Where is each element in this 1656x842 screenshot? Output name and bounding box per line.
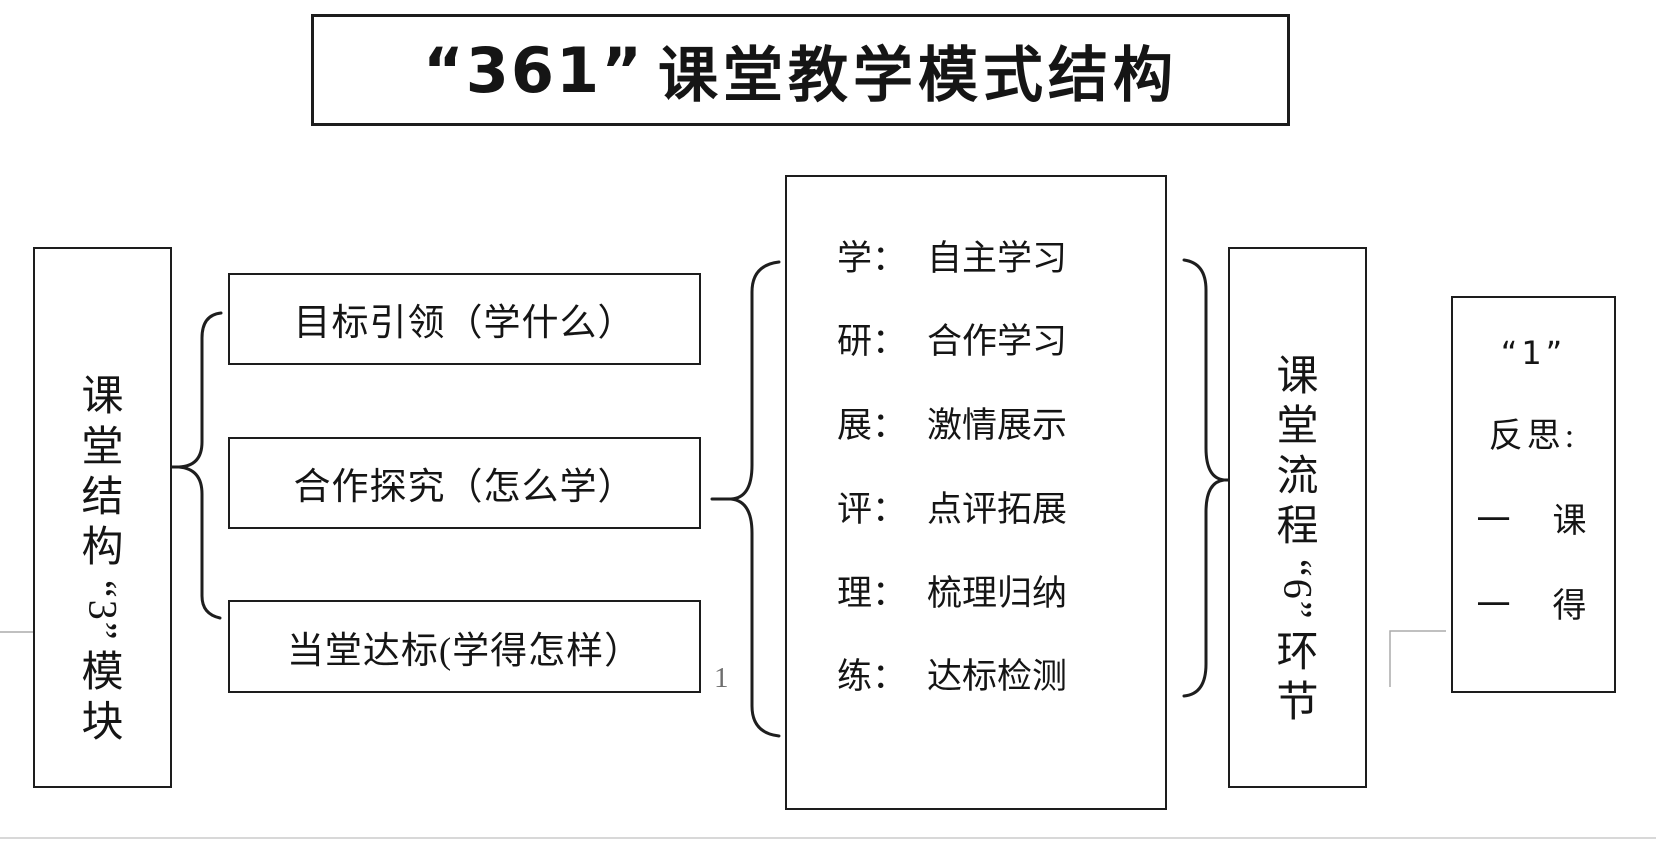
step-label: 学： — [837, 238, 908, 278]
structure-box-inquiry: 合作探究（怎么学） — [228, 437, 701, 529]
page-number: 1 — [714, 662, 729, 694]
step-row-learn: 学： 自主学习 — [787, 230, 1165, 281]
step-desc: 达标检测 — [927, 657, 1068, 697]
step-desc: 点评拓展 — [927, 489, 1068, 529]
vertical-glyph: 堂 — [1276, 404, 1319, 451]
reflection-line-lesson: 一 课 — [1476, 503, 1591, 540]
vertical-glyph: 结 — [81, 474, 124, 521]
vertical-glyph: 块 — [81, 700, 124, 747]
reflection-line-gain: 一 得 — [1476, 588, 1591, 625]
structure-box-goal-label: 目标引领（学什么） — [293, 303, 636, 344]
vertical-rotated-number: “3” — [80, 579, 126, 642]
right-faint-corner-line — [1389, 630, 1446, 687]
vertical-glyph: 堂 — [81, 424, 124, 471]
step-label: 研： — [837, 322, 908, 362]
vertical-glyph: 模 — [81, 650, 124, 697]
step-row-show: 展： 激情展示 — [787, 397, 1165, 448]
step-row-practice: 练： 达标检测 — [787, 648, 1165, 699]
process-steps-box: 学： 自主学习 研： 合作学习 展： 激情展示 评： 点评拓展 理： 梳理归纳 … — [785, 175, 1167, 810]
step-row-evaluate: 评： 点评拓展 — [787, 481, 1165, 532]
structure-box-goal: 目标引领（学什么） — [228, 273, 701, 365]
vertical-glyph: 课 — [81, 374, 124, 421]
structure-box-assessment: 当堂达标(学得怎样） — [228, 600, 701, 693]
step-row-research: 研： 合作学习 — [787, 313, 1165, 364]
vertical-glyph: 构 — [81, 524, 124, 571]
vertical-rotated-number: “6” — [1275, 559, 1321, 621]
brace-left — [170, 311, 223, 620]
step-desc: 激情展示 — [927, 406, 1068, 446]
vertical-glyph: 环 — [1276, 629, 1319, 676]
vertical-glyph: 程 — [1276, 504, 1319, 551]
vertical-glyph: 流 — [1276, 454, 1319, 501]
vertical-glyph: 课 — [1276, 353, 1319, 400]
right-module-box: 课堂流程 “6” 环节 — [1228, 247, 1367, 788]
step-label: 理： — [837, 573, 908, 613]
vertical-glyph: 节 — [1276, 679, 1319, 726]
title-box: “361” 课堂教学模式结构 — [311, 14, 1290, 126]
step-desc: 合作学习 — [927, 322, 1068, 362]
reflection-box: “1” 反思: 一 课 一 得 — [1451, 296, 1616, 693]
reflection-line-number: “1” — [1500, 334, 1567, 372]
left-module-box: 课堂结构 “3” 模块 — [33, 247, 172, 788]
title-number: “361” — [423, 33, 644, 107]
reflection-line-title: 反思: — [1488, 418, 1579, 455]
step-label: 评： — [837, 489, 908, 529]
right-module-label: 课堂流程 “6” 环节 — [1275, 353, 1321, 726]
step-desc: 自主学习 — [927, 238, 1068, 278]
structure-box-inquiry-label: 合作探究（怎么学） — [293, 467, 636, 508]
structure-box-assessment-label: 当堂达标(学得怎样） — [286, 630, 643, 672]
step-row-organize: 理： 梳理归纳 — [787, 565, 1165, 616]
step-label: 展： — [837, 406, 908, 446]
title-text: 课堂教学模式结构 — [657, 42, 1178, 109]
left-module-label: 课堂结构 “3” 模块 — [80, 374, 126, 747]
step-desc: 梳理归纳 — [927, 573, 1068, 613]
brace-right — [1182, 258, 1232, 698]
step-label: 练： — [837, 657, 908, 697]
